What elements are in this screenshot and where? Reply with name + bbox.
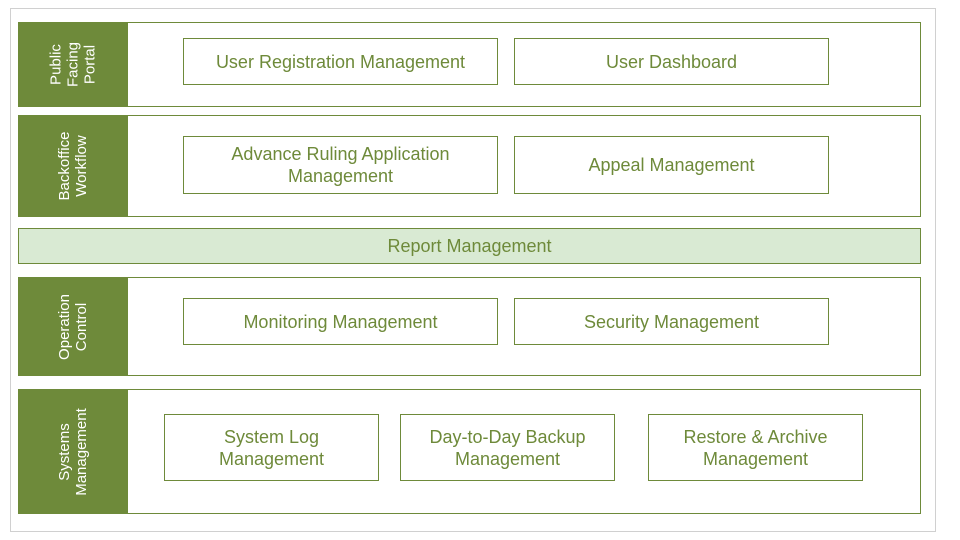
module-monitoring-management: Monitoring Management bbox=[183, 298, 498, 345]
module-security-management: Security Management bbox=[514, 298, 829, 345]
module-advance-ruling-application-management: Advance Ruling Application Management bbox=[183, 136, 498, 194]
row-label: Operation Control bbox=[56, 293, 90, 360]
module-system-log-management: System Log Management bbox=[164, 414, 379, 481]
module-user-dashboard: User Dashboard bbox=[514, 38, 829, 85]
row-label: Backoffice Workflow bbox=[56, 131, 90, 201]
row-label: Systems Management bbox=[56, 407, 90, 496]
module-appeal-management: Appeal Management bbox=[514, 136, 829, 194]
diagram-frame bbox=[10, 8, 936, 532]
row-label-panel: Public Facing Portal bbox=[18, 22, 128, 107]
module-day-to-day-backup-management: Day-to-Day Backup Management bbox=[400, 414, 615, 481]
row-label-panel: Backoffice Workflow bbox=[18, 115, 128, 217]
row-label-panel: Operation Control bbox=[18, 277, 128, 376]
module-user-registration-management: User Registration Management bbox=[183, 38, 498, 85]
row-label: Public Facing Portal bbox=[47, 41, 99, 88]
row-label-panel: Systems Management bbox=[18, 389, 128, 514]
report-management-band: Report Management bbox=[18, 228, 921, 264]
module-restore-archive-management: Restore & Archive Management bbox=[648, 414, 863, 481]
